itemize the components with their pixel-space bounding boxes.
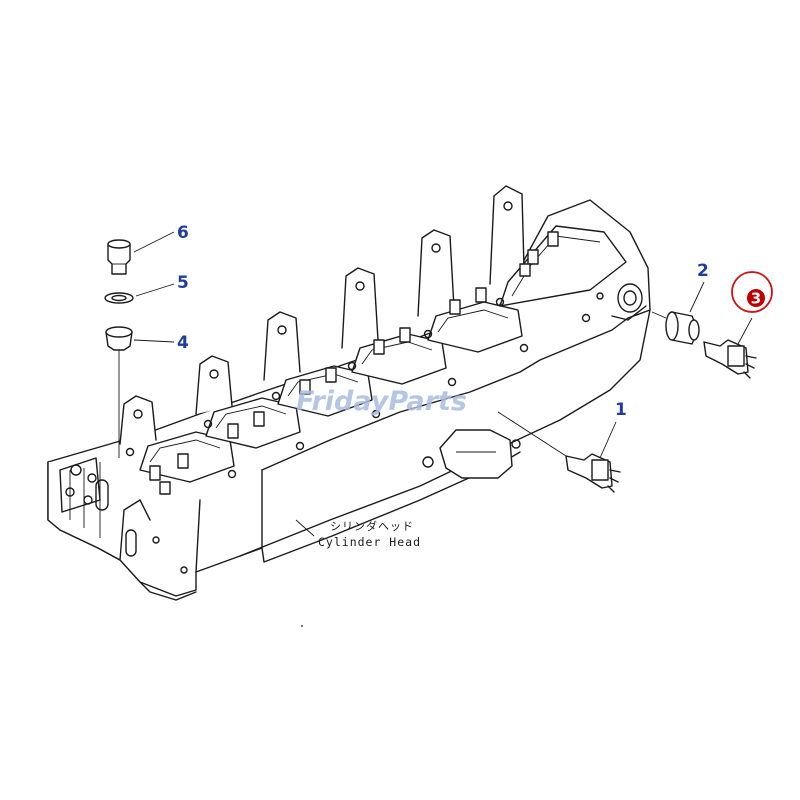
part-label-en: Cylinder Head <box>318 535 421 549</box>
valve-pockets <box>139 225 627 495</box>
callout-3-highlight: 3 <box>731 271 773 313</box>
highlight-dot <box>747 289 765 307</box>
part-4-plug <box>105 326 175 458</box>
label-leader <box>295 519 315 537</box>
part-2-plug <box>651 281 705 345</box>
callouts: 6 5 4 2 1 3 <box>177 223 773 420</box>
part-5-washer <box>104 283 175 304</box>
callout-6: 6 <box>177 223 189 243</box>
callout-3: 3 <box>751 290 761 308</box>
part-6-plug <box>107 231 175 275</box>
rocker-pedestals <box>119 185 525 445</box>
cylinder-head <box>47 185 651 601</box>
stray-mark <box>301 625 303 627</box>
highlight-ring <box>731 271 773 313</box>
part-1-sensor <box>497 411 621 493</box>
part-label-jp: シリンダヘッド <box>330 519 414 533</box>
callout-1: 1 <box>615 400 627 420</box>
callout-2: 2 <box>697 261 709 281</box>
callout-4: 4 <box>177 333 189 353</box>
callout-5: 5 <box>177 273 189 293</box>
bolt-holes <box>125 292 604 574</box>
watermark: FridayParts <box>296 386 467 417</box>
part-3-sensor <box>703 317 757 379</box>
